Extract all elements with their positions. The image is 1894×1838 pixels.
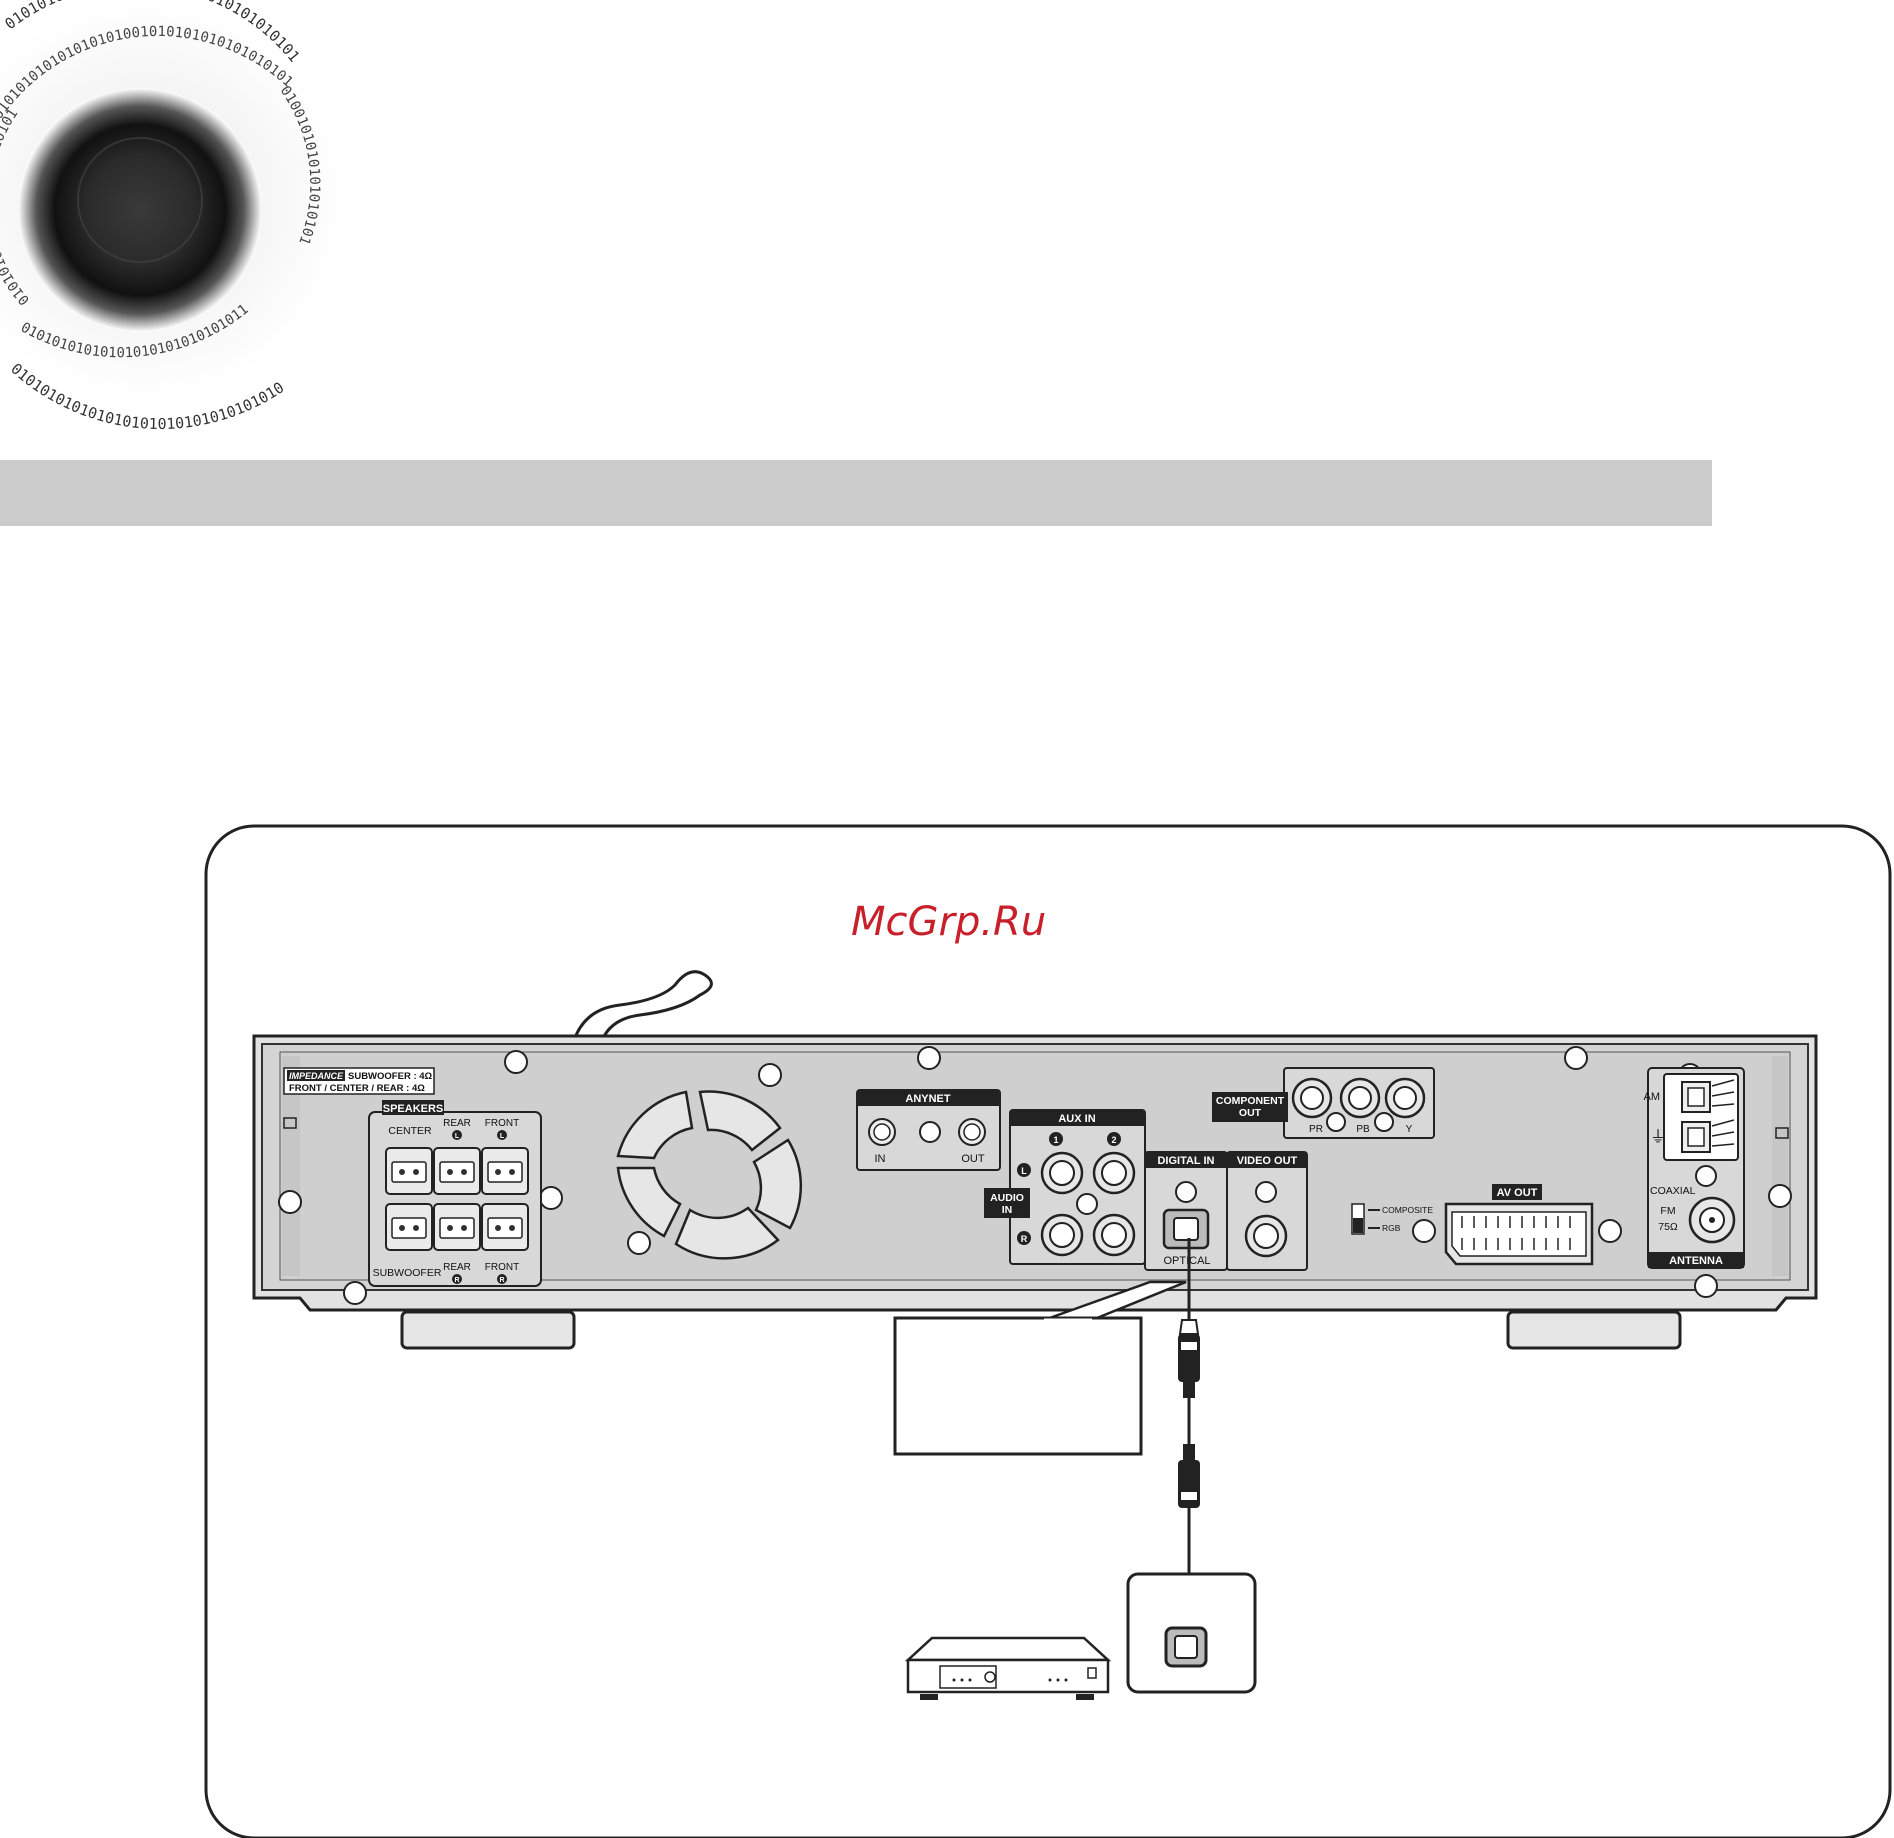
optical-cable [1178, 1238, 1200, 1648]
fm-label: FM [1660, 1205, 1675, 1217]
foot-left [400, 1310, 576, 1350]
watermark: McGrp.Ru [851, 899, 1046, 945]
label-front-bottom: FRONT [485, 1262, 519, 1273]
label-pb: PB [1356, 1124, 1370, 1135]
fm-ohm: 75Ω [1658, 1221, 1678, 1233]
optical-label: OPTICAL [1163, 1255, 1210, 1267]
audio-in-line2: IN [1002, 1204, 1013, 1216]
digital-in-title: DIGITAL IN [1157, 1155, 1214, 1167]
foot-right [1506, 1310, 1682, 1350]
label-rear-top: REAR [443, 1118, 471, 1129]
component-out-tag [1212, 1092, 1288, 1122]
header-bar [0, 460, 1712, 526]
speaker-cone-icon [18, 88, 262, 332]
anynet-out: OUT [961, 1153, 985, 1165]
label-subwoofer: SUBWOOFER [373, 1267, 442, 1279]
antenna-title: ANTENNA [1669, 1255, 1723, 1267]
component-out-line1: COMPONENT [1216, 1095, 1285, 1107]
video-out-title: VIDEO OUT [1237, 1155, 1298, 1167]
badge-r: R [1021, 1234, 1028, 1244]
av-out-title: AV OUT [1497, 1187, 1538, 1199]
audio-in-line1: AUDIO [990, 1192, 1024, 1204]
ground-icon: ⏚ [1650, 1128, 1666, 1146]
badge-l: L [455, 1133, 460, 1140]
label-front-top: FRONT [485, 1118, 519, 1129]
source-player-icon [904, 1636, 1112, 1700]
speaker-graphic: 0101010010101010101010101010101010111 01… [0, 0, 345, 433]
label-y: Y [1406, 1124, 1413, 1135]
impedance-line1: SUBWOOFER : 4Ω [348, 1071, 433, 1082]
receiver-rear-panel: IMPEDANCE SUBWOOFER : 4Ω FRONT / CENTER … [252, 1034, 1818, 1350]
badge-r: R [454, 1277, 459, 1284]
callout-pointer [1043, 1280, 1187, 1322]
coaxial-label: COAXIAL [1650, 1185, 1696, 1197]
audio-in-tag [984, 1188, 1030, 1218]
badge-r: R [499, 1277, 504, 1284]
badge-l: L [1021, 1166, 1027, 1176]
power-cord [568, 970, 713, 1085]
aux-num-2: 2 [1111, 1135, 1116, 1145]
impedance-tag: IMPEDANCE [289, 1071, 344, 1081]
label-rear-bottom: REAR [443, 1262, 471, 1273]
aux-num-1: 1 [1053, 1135, 1058, 1145]
switch-rgb: RGB [1382, 1223, 1401, 1233]
aux-in-title: AUX IN [1058, 1113, 1095, 1125]
label-pr: PR [1309, 1124, 1323, 1135]
callout-box [893, 1316, 1143, 1456]
cooling-fan-icon [616, 1090, 803, 1260]
speakers-title: SPEAKERS [383, 1103, 444, 1115]
impedance-line2: FRONT / CENTER / REAR : 4Ω [289, 1083, 425, 1094]
badge-l: L [500, 1133, 505, 1140]
am-label: AM [1644, 1091, 1661, 1103]
switch-composite: COMPOSITE [1382, 1205, 1433, 1215]
label-center: CENTER [388, 1125, 432, 1137]
component-out-line2: OUT [1239, 1107, 1262, 1119]
anynet-in: IN [875, 1153, 886, 1165]
anynet-title: ANYNET [905, 1093, 951, 1105]
